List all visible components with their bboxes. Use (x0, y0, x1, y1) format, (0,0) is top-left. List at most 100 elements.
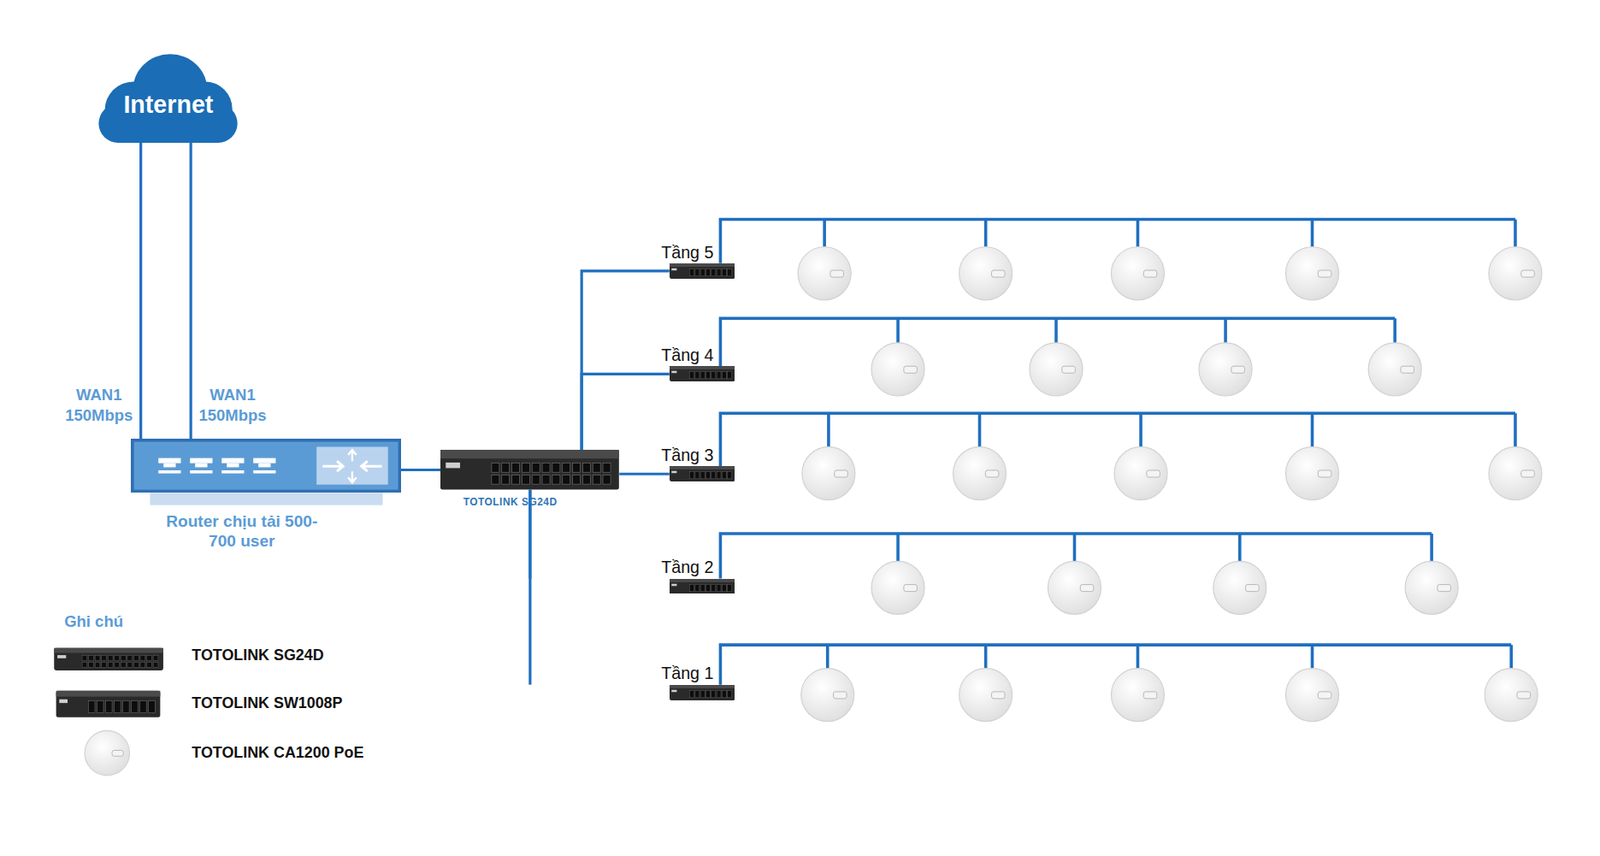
ap-badge (834, 470, 849, 478)
switch-port (543, 475, 551, 485)
ap-badge (1146, 470, 1161, 478)
switch-port (532, 463, 541, 473)
switch-port (689, 472, 694, 479)
switch-port (107, 661, 113, 668)
switch-port (88, 661, 95, 668)
switch-port (134, 661, 140, 668)
access-point (1029, 342, 1083, 396)
access-point (1368, 342, 1422, 396)
switch-top (669, 578, 735, 583)
switch-port (695, 371, 700, 379)
connector (581, 373, 670, 450)
ap-badge (1231, 366, 1246, 373)
switch-port (716, 371, 721, 379)
switch-port (562, 475, 571, 485)
access-point (1213, 560, 1267, 615)
node-shape (130, 438, 402, 493)
switch-port (700, 371, 705, 379)
poe-cable (1393, 318, 1397, 343)
switch-port (94, 655, 101, 662)
router-port (253, 470, 276, 474)
access-point (1110, 247, 1164, 301)
switch-port (127, 661, 133, 668)
router-port (258, 463, 271, 468)
poe-cable (826, 413, 831, 447)
switch-port (689, 690, 694, 697)
poe-cable (1310, 413, 1315, 447)
ap-badge (112, 749, 124, 756)
switch-port (711, 472, 716, 479)
switch-body (669, 578, 735, 595)
poe-cable (1513, 413, 1518, 447)
poe-cable (1073, 533, 1077, 561)
router-port (158, 458, 181, 464)
access-point (1285, 668, 1339, 722)
switch-port (721, 268, 727, 276)
node-label: Tầng 2 (661, 557, 714, 578)
access-point (959, 668, 1013, 722)
switch-body (669, 366, 735, 382)
connector (139, 142, 142, 439)
switch-port (705, 371, 710, 379)
switch-port (127, 655, 133, 662)
switch-port (532, 475, 541, 485)
node-shape (669, 366, 735, 382)
switch-top (669, 684, 735, 689)
router-body (132, 440, 401, 492)
node-shape (440, 449, 620, 491)
ap-badge (1317, 691, 1332, 699)
switch-port (113, 700, 121, 713)
ap-badge (1062, 366, 1076, 373)
ap-badge (1143, 691, 1158, 699)
connector (401, 468, 442, 472)
poe-cable (1238, 533, 1242, 561)
switch-port (593, 475, 602, 485)
switch-port (689, 371, 694, 379)
access-point (871, 560, 925, 615)
ap-badge (830, 270, 845, 278)
access-point (1285, 447, 1339, 501)
switch-port (120, 655, 126, 662)
switch-port (583, 475, 591, 485)
switch-top (56, 690, 161, 697)
switch-port (501, 475, 510, 485)
access-point (802, 447, 856, 501)
switch-node: Tầng 3 (669, 466, 735, 482)
router-base (149, 492, 383, 505)
switch-port (593, 463, 602, 473)
router-port (221, 470, 244, 474)
switch-badge (671, 689, 677, 692)
switch-node: TOTOLINK SG24D (440, 449, 620, 491)
node-label: TOTOLINK SG24D (448, 495, 572, 508)
legend-text: TOTOLINK SW1008P (191, 693, 343, 714)
switch-port (88, 655, 95, 662)
node-label: Tầng 3 (661, 445, 714, 466)
node-label: Tầng 4 (661, 345, 714, 366)
access-point (1110, 668, 1164, 722)
switch-port (716, 690, 721, 697)
switch-port (700, 584, 705, 591)
access-point (1484, 668, 1538, 722)
poe-cable (826, 644, 830, 668)
switch-port (147, 655, 153, 662)
switch-port (695, 472, 700, 479)
router-panel (316, 447, 389, 485)
switch-port (603, 463, 612, 473)
router-port (189, 470, 213, 474)
access-point (797, 247, 851, 301)
switch-badge (446, 462, 461, 469)
switch-port (88, 700, 95, 713)
switch-node: Tầng 4 (669, 366, 735, 382)
switch-node: Tầng 2 (669, 578, 735, 595)
node-shape (669, 578, 735, 595)
switch-port (705, 584, 710, 591)
ap-badge (1143, 270, 1158, 278)
switch-port (114, 661, 120, 668)
poe-cable (896, 533, 900, 561)
poe-cable (896, 318, 900, 343)
switch-badge (57, 655, 66, 659)
node-shape (669, 684, 735, 701)
switch-port (131, 700, 139, 713)
switch-port (96, 700, 104, 713)
